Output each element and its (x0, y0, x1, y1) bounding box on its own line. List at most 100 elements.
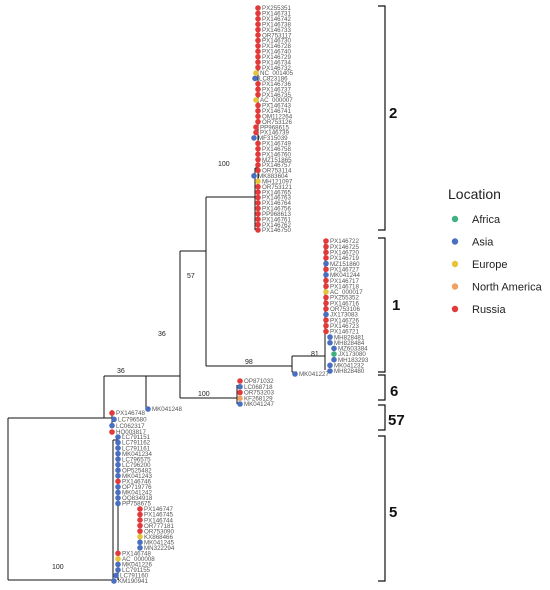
tip-marker (255, 91, 261, 98)
tip-marker (115, 561, 121, 568)
tip-label: MK041247 (244, 401, 274, 408)
tip-marker (323, 249, 329, 256)
tip-marker (111, 578, 117, 584)
tip-marker (255, 189, 261, 195)
tip-label: OP719776 (122, 484, 152, 491)
tip-label: PX146716 (330, 300, 359, 307)
tip-label: MH828480 (334, 368, 365, 375)
tip-marker (255, 167, 261, 174)
tip-marker (109, 429, 115, 435)
tip-marker (115, 445, 121, 451)
tip-marker (255, 205, 261, 212)
tip-label: PX146719 (330, 255, 359, 262)
tip-label: OM112264 (262, 113, 293, 120)
legend-swatch (451, 215, 459, 223)
tip-label: PX146735 (262, 92, 291, 99)
tip-layer: PX255351PX146731PX146742PX146738PX146733… (109, 5, 369, 585)
tip-marker (115, 567, 121, 573)
legend-swatch (451, 260, 459, 268)
tip-label: PX146745 (144, 512, 173, 519)
tip-label: MK883604 (258, 173, 288, 180)
tip-marker (323, 255, 329, 261)
tip-label: PX146725 (330, 244, 359, 251)
tip-label: PX146739 (260, 130, 289, 137)
tip-marker (327, 334, 333, 340)
legend-label: Russia (472, 304, 507, 316)
tip-label: KM190941 (118, 578, 148, 585)
tip-marker (255, 21, 261, 28)
tip-label: PX255351 (262, 5, 291, 12)
tip-marker (251, 173, 257, 179)
tip-label: PX146727 (330, 266, 359, 273)
tip-marker (115, 478, 121, 485)
tip-label: LC062317 (116, 423, 145, 430)
tip-marker (115, 484, 121, 490)
tip-marker (255, 26, 261, 33)
tip-label: PX146764 (262, 200, 291, 207)
legend-swatch (451, 238, 459, 245)
tip-marker (253, 70, 259, 76)
tip-marker (115, 550, 121, 557)
tip-label: OQ834918 (122, 495, 153, 502)
tip-label: PX146756 (262, 206, 291, 213)
tip-marker (255, 53, 261, 60)
tip-marker (115, 500, 121, 507)
tip-marker (115, 489, 121, 496)
tip-marker (327, 339, 333, 346)
tip-marker (323, 322, 329, 329)
clade-label-57: 57 (388, 412, 405, 429)
tip-label: PX146749 (262, 141, 291, 148)
tip-label: KX868466 (144, 534, 173, 541)
legend-label: North America (472, 282, 543, 294)
tip-marker (255, 86, 261, 93)
tip-label: OR753117 (262, 32, 292, 39)
tip-marker (255, 37, 261, 44)
clade-label-6: 6 (390, 383, 398, 400)
clade-bracket-5 (378, 435, 386, 582)
tip-label: OP871032 (244, 378, 274, 385)
tip-label: PP968613 (262, 211, 291, 218)
tip-marker (255, 140, 261, 147)
bootstrap-labels: 100 57 36 98 81 100 36 100 (52, 161, 319, 571)
tip-marker (255, 216, 261, 222)
tip-marker (113, 572, 119, 579)
clade-bracket-2 (378, 5, 386, 231)
tip-label: PX146763 (262, 195, 291, 202)
tip-marker (115, 472, 121, 479)
tip-label: AC_000007 (260, 97, 293, 104)
tip-marker (323, 311, 329, 318)
tip-marker (323, 306, 329, 312)
tip-label: MF315039 (258, 135, 288, 142)
tip-marker (323, 289, 329, 295)
tip-label: PX146757 (262, 162, 291, 169)
tip-label: PX146750 (262, 227, 291, 234)
tip-marker (255, 194, 261, 201)
tip-label: MK041248 (152, 406, 182, 413)
tip-marker (137, 522, 143, 529)
tip-marker (115, 556, 121, 562)
clade-label-5: 5 (389, 504, 397, 521)
tip-label: PX146722 (330, 238, 359, 245)
tip-label: PX146734 (262, 59, 291, 66)
tip-label: PX146762 (262, 222, 291, 229)
tip-label: PX146747 (144, 506, 173, 513)
legend-swatch (451, 283, 459, 290)
tip-marker (323, 277, 329, 284)
tip-label: MZ603384 (338, 346, 368, 353)
bootstrap-label: 36 (117, 368, 125, 375)
tip-label: LC823186 (259, 76, 288, 83)
clade-bracket-6 (378, 374, 386, 401)
tip-marker (255, 10, 261, 17)
tip-label: MK041244 (330, 272, 360, 279)
tip-marker (237, 395, 243, 402)
tip-marker (255, 156, 261, 163)
tip-label: OR777181 (144, 523, 174, 530)
tip-marker (115, 495, 121, 501)
tip-marker (323, 317, 329, 323)
tip-label: PX146732 (262, 65, 291, 72)
tip-marker (255, 5, 261, 11)
tip-label: PX146720 (330, 250, 359, 257)
tip-label: MZ151860 (330, 261, 360, 268)
